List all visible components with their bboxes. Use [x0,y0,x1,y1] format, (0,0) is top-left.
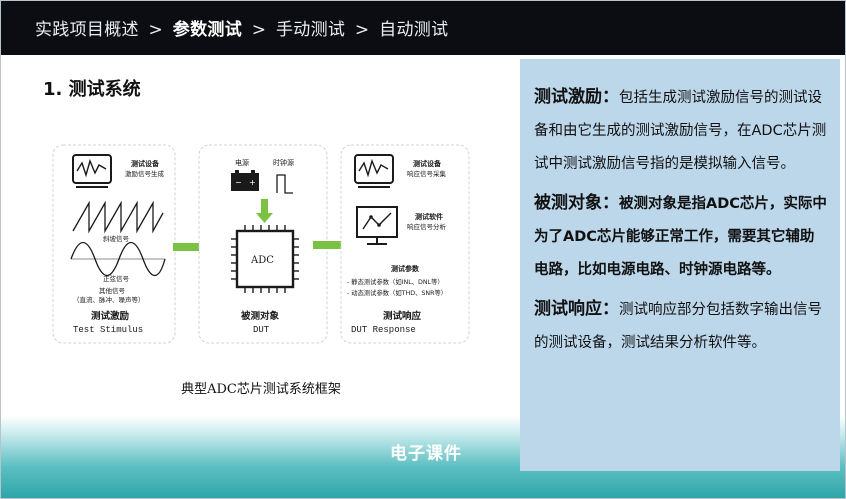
breadcrumb-item-param-test[interactable]: 参数测试 [172,20,242,40]
footer-label: 电子课件 [390,444,462,464]
stimulus-term: 测试激励： [534,87,619,107]
breadcrumb: 实践项目概述 > 参数测试 > 手动测试 > 自动测试 [1,1,845,55]
software-sub: 响应信号分析 [407,222,447,231]
params-title: 测试参数 [391,264,420,273]
stimulus-device-title: 测试设备 [131,159,160,168]
section-title: 1. 测试系统 [43,79,141,100]
dut-term: 被测对象： [534,193,619,213]
response-device-sub: 响应信号采集 [407,169,447,178]
breadcrumb-item-manual-test[interactable]: 手动测试 [275,20,346,40]
response-text: 测试响应部分包括数字输出信号的测试设备，测试结果分析软件等。 [534,302,822,351]
response-paragraph: 测试响应：测试响应部分包括数字输出信号的测试设备，测试结果分析软件等。 [534,293,828,360]
dut-paragraph: 被测对象：被测对象是指ADC芯片，实际中为了ADC芯片能够正常工作，需要其它辅助… [534,187,828,287]
other-signal-sub: （直流、脉冲、噪声等） [73,295,145,304]
arrow-down-icon [256,199,273,223]
explanation-panel: 测试激励：包括生成测试激励信号的测试设备和由它生成的测试激励信号，在ADC芯片测… [520,59,840,471]
dut-label-cn: 被测对象 [241,310,280,322]
diagram-caption: 典型ADC芯片测试系统框架 [181,382,341,397]
other-signal-label: 其他信号 [99,286,126,295]
breadcrumb-separator: > [251,20,267,40]
sine-wave-icon [70,241,166,277]
breadcrumb-separator: > [354,20,370,40]
svg-text:+: + [249,178,256,187]
chip-icon [231,225,299,293]
stimulus-label-cn: 测试激励 [91,310,130,322]
adc-test-system-diagram: 测试设备 激励信号生成 斜坡信号 正弦信号 其他信号 （直流、脉冲、噪声等） 测… [52,144,470,344]
power-label: 电源 [235,158,249,167]
dut-label-en: DUT [253,325,270,335]
ramp-label: 斜坡信号 [103,234,130,243]
response-term: 测试响应： [534,299,619,319]
breadcrumb-item-overview[interactable]: 实践项目概述 [35,20,139,40]
static-params: - 静态测试参数（如INL、DNL等） [347,277,444,286]
response-label-cn: 测试响应 [383,310,422,322]
monitor-icon [354,154,394,188]
analysis-display-icon [356,206,398,245]
response-box [340,144,470,344]
stimulus-text: 包括生成测试激励信号的测试设备和由它生成的测试激励信号，在ADC芯片测试中测试激… [534,90,827,172]
software-title: 测试软件 [415,212,443,221]
stimulus-device-sub: 激励信号生成 [125,169,165,178]
breadcrumb-item-auto-test[interactable]: 自动测试 [379,20,449,40]
clock-label: 时钟源 [273,158,294,167]
stimulus-label-en: Test Stimulus [73,325,143,335]
monitor-icon [72,154,112,188]
svg-text:−: − [235,178,242,187]
breadcrumb-separator: > [148,20,164,40]
chip-label: ADC [250,255,274,266]
dynamic-params: - 动态测试参数（如THD、SNR等） [347,288,447,297]
sine-label: 正弦信号 [103,274,130,283]
stimulus-paragraph: 测试激励：包括生成测试激励信号的测试设备和由它生成的测试激励信号，在ADC芯片测… [534,81,828,181]
response-label-en: DUT Response [351,325,416,335]
clock-pulse-icon [276,174,293,194]
ramp-wave-icon [72,200,164,234]
battery-icon: − + [231,170,259,191]
response-device-title: 测试设备 [413,159,442,168]
dut-text: 被测对象是指ADC芯片，实际中为了ADC芯片能够正常工作，需要其它辅助电路，比如… [534,196,827,278]
